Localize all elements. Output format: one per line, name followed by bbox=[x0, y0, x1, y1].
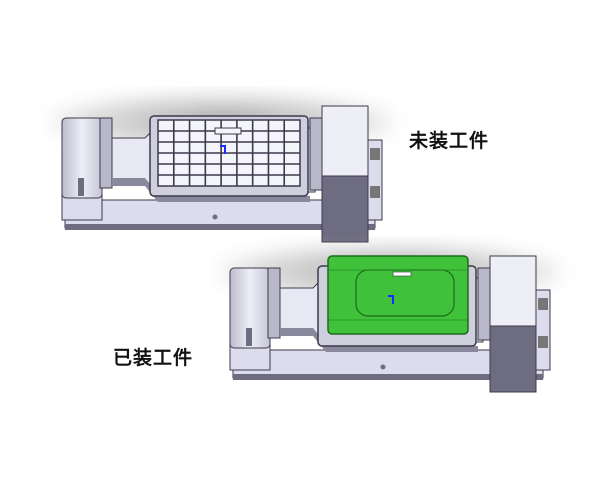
left-flange bbox=[99, 117, 113, 189]
clamp bbox=[538, 336, 548, 348]
label-unloaded: 未装工件 bbox=[409, 130, 490, 152]
right-gearbox-upper bbox=[489, 255, 537, 327]
right-gearbox-lower bbox=[321, 175, 369, 243]
left-flange bbox=[267, 267, 281, 339]
clamp bbox=[370, 186, 380, 198]
handle-slot bbox=[392, 271, 412, 277]
fixture-with-workpiece bbox=[218, 242, 563, 393]
workpiece bbox=[327, 255, 469, 335]
grid-fixture bbox=[157, 119, 301, 187]
right-gearbox-upper bbox=[321, 105, 369, 177]
fixture-without-workpiece bbox=[50, 92, 395, 243]
base-plate-edge bbox=[233, 374, 543, 380]
bolt bbox=[380, 364, 386, 370]
label-loaded: 已装工件 bbox=[113, 347, 194, 369]
clamp bbox=[538, 298, 548, 310]
motor-key bbox=[78, 178, 84, 196]
right-flange bbox=[309, 117, 323, 191]
base-plate-edge bbox=[65, 224, 375, 230]
bolt bbox=[212, 214, 218, 220]
workpiece-body bbox=[327, 255, 469, 335]
clamp bbox=[370, 148, 380, 160]
motor-key bbox=[246, 328, 252, 346]
origin-marker bbox=[388, 295, 394, 304]
right-flange bbox=[477, 267, 491, 341]
origin-marker bbox=[220, 145, 226, 154]
handle-slot bbox=[214, 127, 242, 135]
right-gearbox-lower bbox=[489, 325, 537, 393]
